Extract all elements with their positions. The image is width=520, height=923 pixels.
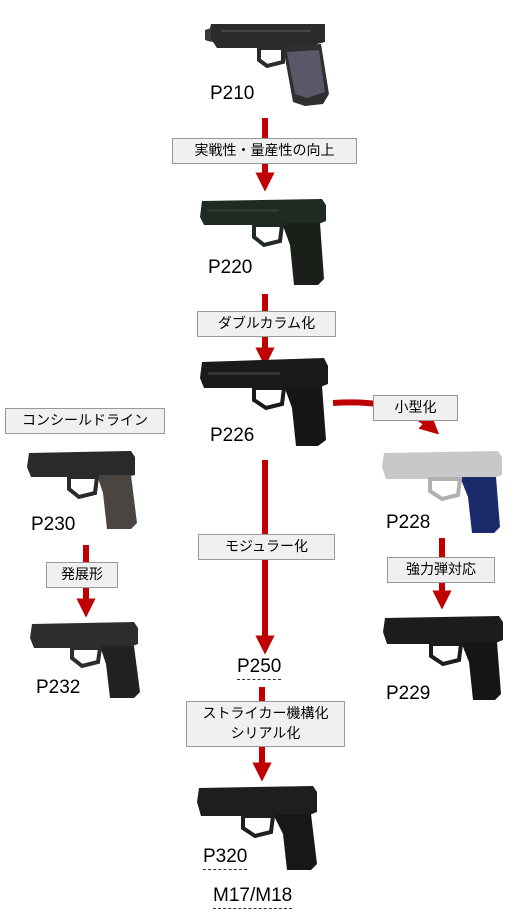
modular-label: モジュラー化 bbox=[198, 534, 335, 560]
p320-pistol-image bbox=[197, 786, 317, 870]
p230-label: P230 bbox=[31, 514, 76, 535]
p226-label: P226 bbox=[210, 425, 255, 446]
p210-label: P210 bbox=[210, 83, 255, 104]
p220-pistol-image bbox=[200, 199, 326, 285]
p229-label: P229 bbox=[386, 683, 431, 704]
p226-pistol-image bbox=[200, 358, 328, 446]
p228-pistol-image bbox=[382, 451, 502, 533]
striker-label-line2: シリアル化 bbox=[230, 726, 301, 742]
p250-label: P250 bbox=[237, 656, 282, 680]
practical-improvement-label: 実戦性・量産性の向上 bbox=[172, 138, 357, 164]
m17-m18-label: M17/M18 bbox=[213, 885, 293, 909]
striker-serial-label: ストライカー機構化 シリアル化 bbox=[186, 701, 345, 747]
p220-label: P220 bbox=[208, 257, 253, 278]
striker-label-line1: ストライカー機構化 bbox=[202, 706, 329, 722]
concealed-line-label: コンシールドライン bbox=[5, 408, 165, 434]
p232-label: P232 bbox=[36, 677, 81, 698]
p228-label: P228 bbox=[386, 512, 431, 533]
p229-pistol-image bbox=[383, 616, 503, 700]
compact-label: 小型化 bbox=[373, 395, 458, 421]
p320-label: P320 bbox=[203, 846, 248, 870]
p210-pistol-image bbox=[205, 24, 329, 106]
p232-pistol-image bbox=[30, 622, 140, 698]
p230-pistol-image bbox=[27, 451, 137, 529]
developed-label: 発展形 bbox=[46, 562, 118, 588]
powerful-ammo-label: 強力弾対応 bbox=[387, 557, 495, 583]
double-stack-label: ダブルカラム化 bbox=[197, 311, 336, 337]
